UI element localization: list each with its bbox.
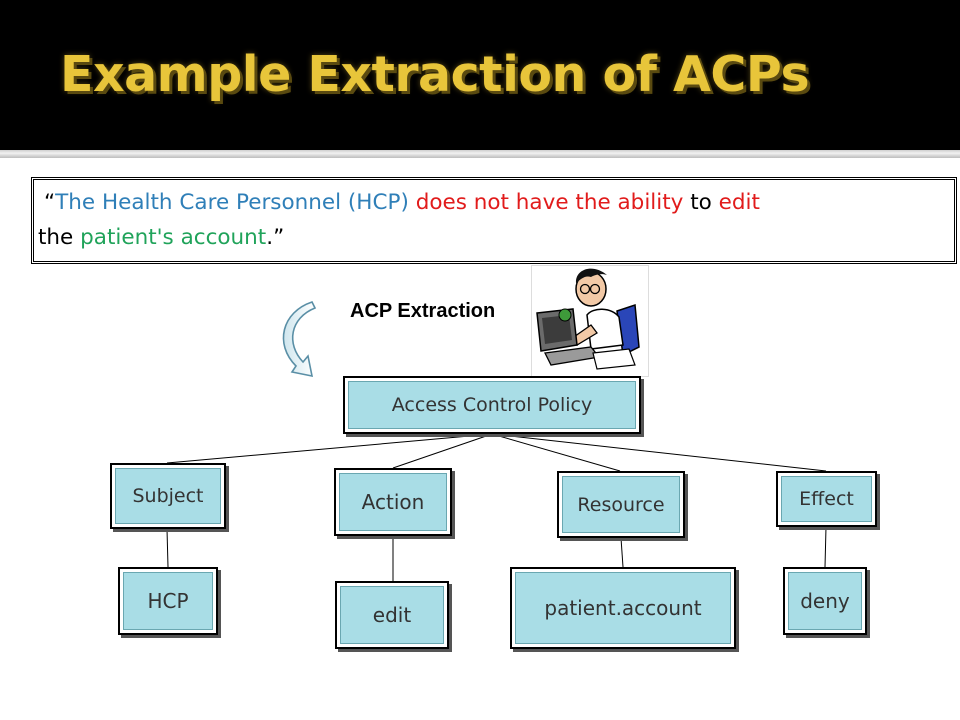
sentence-close: .”	[266, 225, 285, 250]
sentence-the: the	[38, 225, 81, 250]
connector-root-action	[392, 433, 493, 469]
sentence-action: edit	[718, 190, 760, 215]
subject-node: Subject	[110, 463, 226, 529]
action-value-node: edit	[335, 581, 449, 649]
sentence-effect: does not have the ability	[415, 190, 684, 215]
title-divider	[0, 150, 960, 158]
action-node: Action	[334, 468, 452, 536]
slide-title: Example Extraction of ACPs	[60, 46, 810, 103]
title-bar: Example Extraction of ACPs	[0, 0, 960, 150]
resource-value-node: patient.account	[510, 567, 736, 649]
resource-node: Resource	[557, 471, 685, 538]
connector-effect-value	[824, 526, 827, 568]
sentence-subject: The Health Care Personnel (HCP)	[55, 190, 409, 215]
curved-arrow-icon	[282, 301, 317, 378]
effect-value-node: deny	[783, 567, 867, 635]
sentence-resource: patient's account	[80, 225, 267, 250]
subject-value-node: HCP	[118, 567, 218, 635]
access-control-policy-node: Access Control Policy	[343, 376, 641, 434]
connector-root-effect	[491, 433, 827, 472]
person-at-computer-illustration	[531, 265, 649, 377]
connector-resource-value	[620, 537, 624, 568]
sentence-to: to	[683, 190, 719, 215]
policy-sentence-box: “The Health Care Personnel (HCP) does no…	[31, 177, 957, 264]
connector-subject-value	[166, 528, 169, 568]
effect-node: Effect	[776, 471, 877, 527]
connector-root-subject	[166, 433, 493, 464]
extraction-label: ACP Extraction	[350, 300, 496, 322]
open-quote: “	[44, 190, 56, 215]
connector-root-resource	[491, 433, 621, 472]
